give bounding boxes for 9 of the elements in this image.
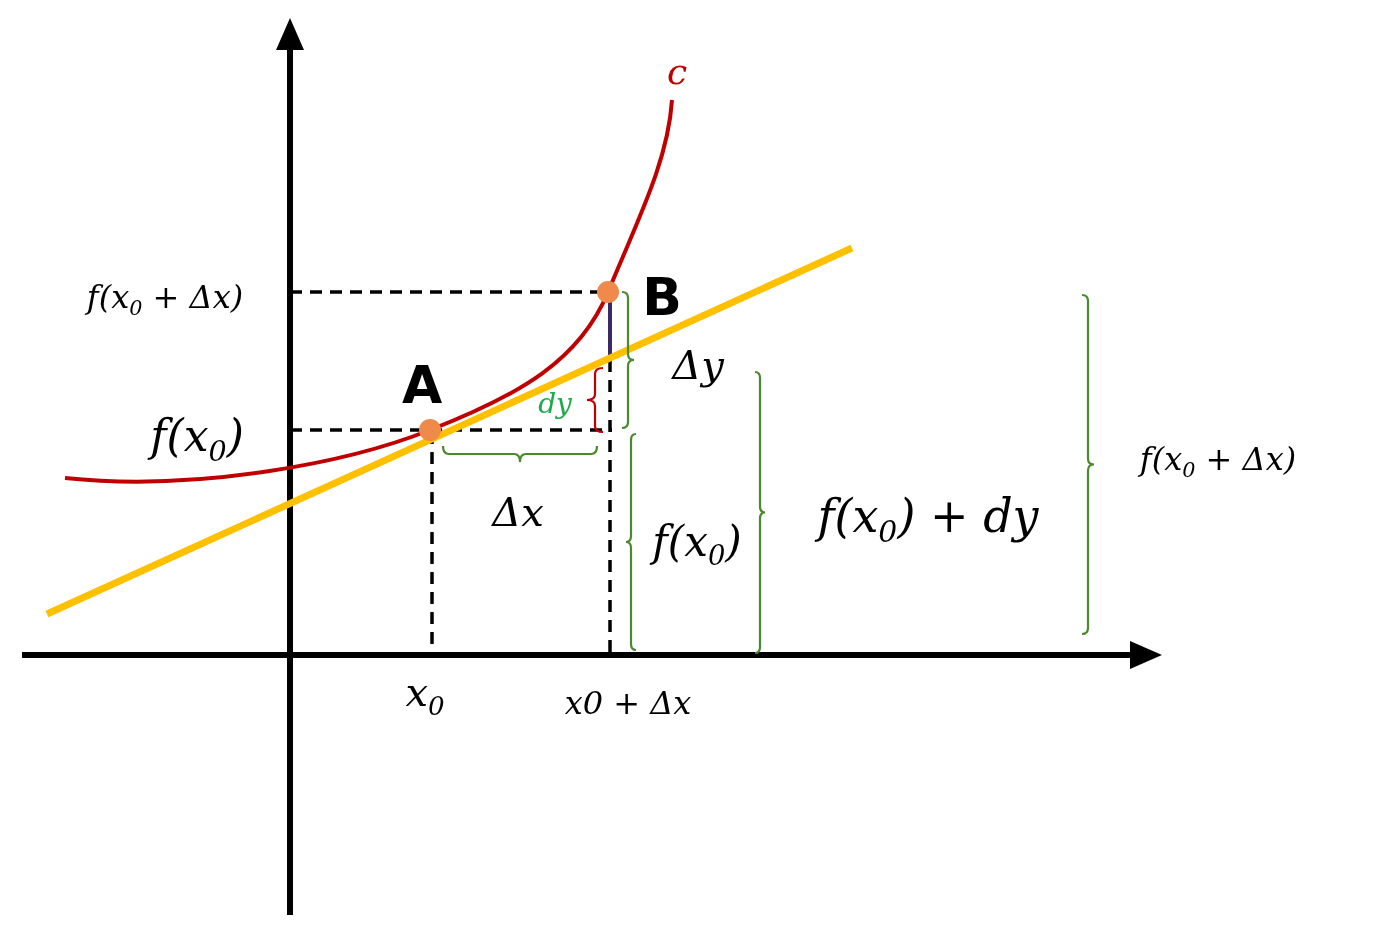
axis-tick-label: x0 + Δx (564, 687, 692, 719)
differential-label: dy (538, 390, 572, 418)
bracket-label: f(x$_{0}$ + Δx) (1139, 442, 1297, 482)
point-label: A (401, 359, 443, 411)
axis-value-label: f(x$_{0}$ + Δx) (86, 280, 244, 320)
curve-label: c (666, 54, 688, 90)
point-label: B (642, 271, 682, 323)
axis-tick-label: x$_{0}$ (405, 671, 445, 719)
difference-label: Δx (492, 492, 544, 532)
